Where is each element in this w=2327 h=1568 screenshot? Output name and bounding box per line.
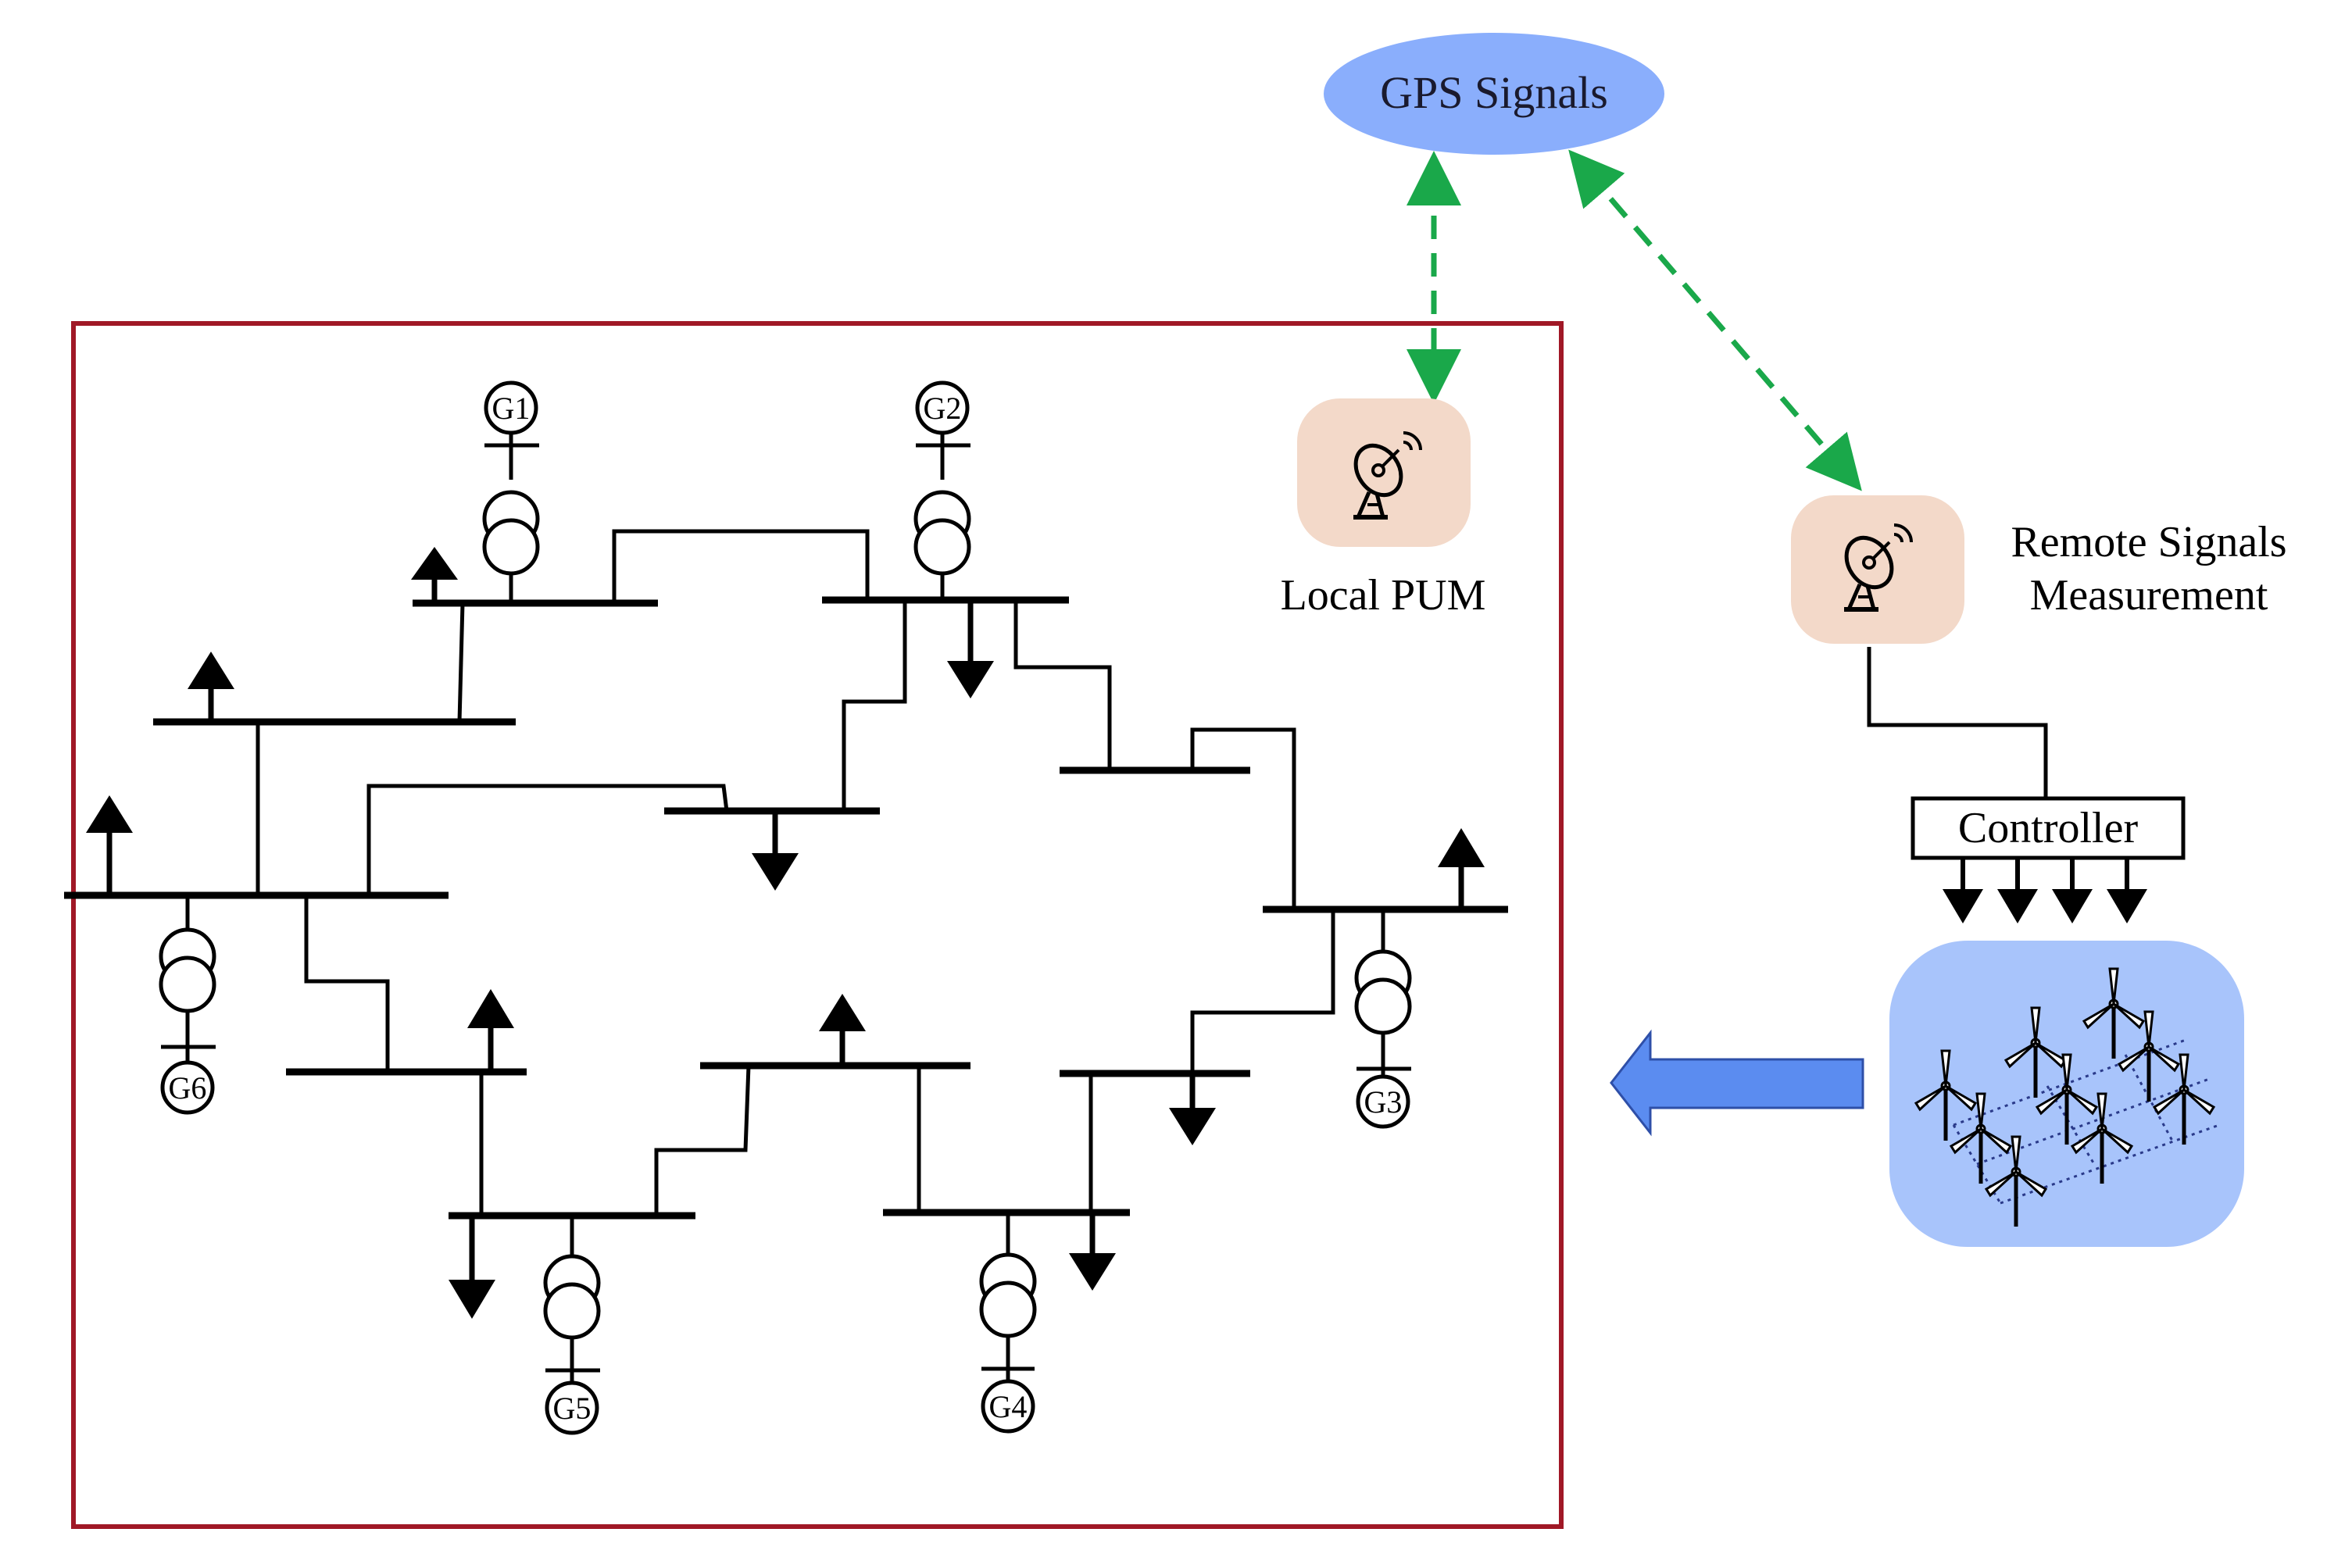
gen-label-g5: G5 bbox=[553, 1391, 592, 1426]
load-arrow-icon bbox=[449, 1280, 495, 1319]
gen-label-g4: G4 bbox=[989, 1389, 1028, 1424]
load-arrow-icon bbox=[86, 795, 133, 833]
power-system-frame bbox=[71, 321, 1564, 1529]
gen-label-g1: G1 bbox=[492, 391, 531, 426]
remote-label-line2: Measurement bbox=[2030, 571, 2268, 620]
gps-ellipse bbox=[1324, 33, 1664, 155]
controller-label: Controller bbox=[1958, 804, 2139, 852]
buses bbox=[64, 596, 1508, 1220]
generator-circles bbox=[160, 380, 1410, 1435]
remote-pmu-box bbox=[1791, 495, 1964, 644]
remote-controller-wire bbox=[1867, 647, 2048, 798]
gen-label-g6: G6 bbox=[169, 1070, 207, 1105]
load-arrow-icon bbox=[467, 989, 514, 1028]
controller-box bbox=[1911, 796, 2186, 860]
wind-to-grid-arrow bbox=[1610, 1029, 1864, 1137]
load-arrow-icon bbox=[188, 652, 234, 689]
load-arrow-icon bbox=[752, 853, 799, 891]
local-pmu-label: Local PUM bbox=[1281, 571, 1486, 620]
load-arrow-icon bbox=[411, 547, 458, 580]
load-arrow-icon bbox=[1069, 1253, 1116, 1291]
gps-remote-link bbox=[1568, 149, 1862, 491]
load-arrows-down bbox=[449, 600, 1216, 1319]
load-arrow-icon bbox=[1169, 1108, 1216, 1145]
gen-label-g3: G3 bbox=[1364, 1084, 1403, 1120]
gps-label: GPS Signals bbox=[1380, 67, 1608, 118]
load-arrow-icon bbox=[1438, 828, 1485, 867]
generator-stacks bbox=[159, 430, 1412, 1391]
transmission-lines bbox=[256, 529, 1335, 1216]
load-arrows-up bbox=[86, 547, 1485, 1072]
gen-label-g2: G2 bbox=[924, 391, 962, 426]
remote-label-line1: Remote Signals bbox=[2011, 518, 2286, 566]
load-arrow-icon bbox=[947, 661, 994, 698]
load-arrow-icon bbox=[819, 994, 866, 1031]
controller-output-arrows bbox=[1943, 858, 2147, 923]
